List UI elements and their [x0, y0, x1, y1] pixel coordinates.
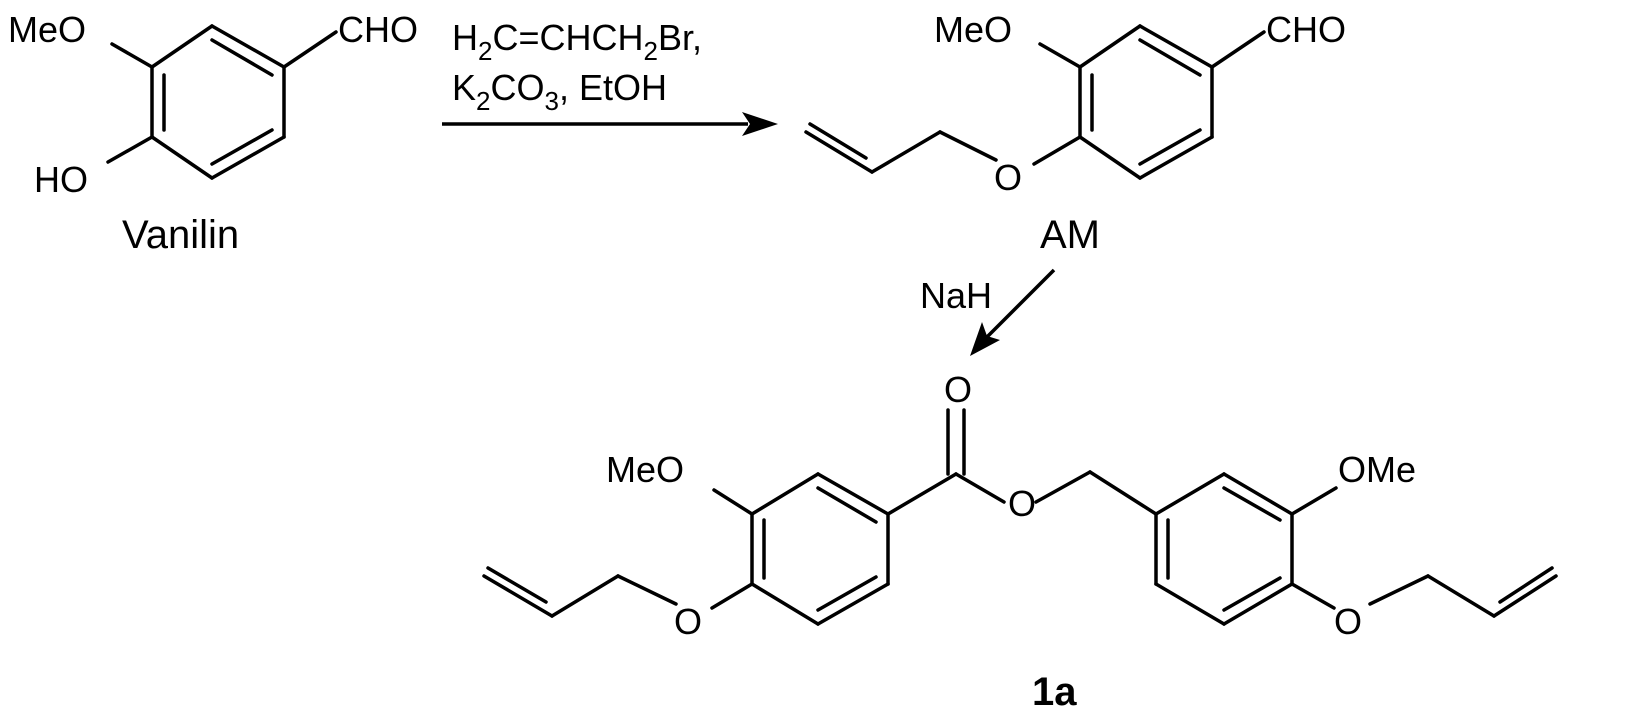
step1-reagents: H2C=CHCH2Br, K2CO3, EtOH — [452, 17, 702, 116]
product-bonds — [482, 408, 1558, 626]
am-meo-label: MeO — [934, 9, 1012, 50]
product-1a-name: 1a — [1032, 670, 1077, 714]
vanillin-structure: MeO CHO HO Vanilin — [8, 9, 418, 257]
product-1a-structure: MeO OMe O O O O 1a — [482, 369, 1558, 714]
product-ester-o-label: O — [1008, 483, 1036, 524]
step2-arrow — [970, 268, 1056, 356]
product-carbonyl-o-label: O — [944, 369, 972, 410]
vanillin-cho-label: CHO — [338, 9, 418, 50]
am-name: AM — [1040, 213, 1100, 257]
am-bonds — [804, 24, 1266, 180]
step2-reagent: NaH — [920, 275, 992, 316]
vanillin-ho-label: HO — [34, 159, 88, 200]
product-ether-o-right-label: O — [1334, 601, 1362, 642]
step1-reagent-line1: H2C=CHCH2Br, — [452, 17, 702, 66]
am-structure: MeO CHO O AM — [804, 9, 1346, 257]
product-meo-left-label: MeO — [606, 449, 684, 490]
step1-reagent-line2: K2CO3, EtOH — [452, 67, 667, 116]
am-o-label: O — [994, 157, 1022, 198]
product-ome-right-label: OMe — [1338, 449, 1416, 490]
step1-arrow — [442, 112, 778, 136]
am-cho-label: CHO — [1266, 9, 1346, 50]
product-ether-o-left-label: O — [674, 601, 702, 642]
vanillin-name: Vanilin — [122, 213, 239, 257]
vanillin-bonds — [106, 24, 338, 180]
vanillin-meo-label: MeO — [8, 9, 86, 50]
